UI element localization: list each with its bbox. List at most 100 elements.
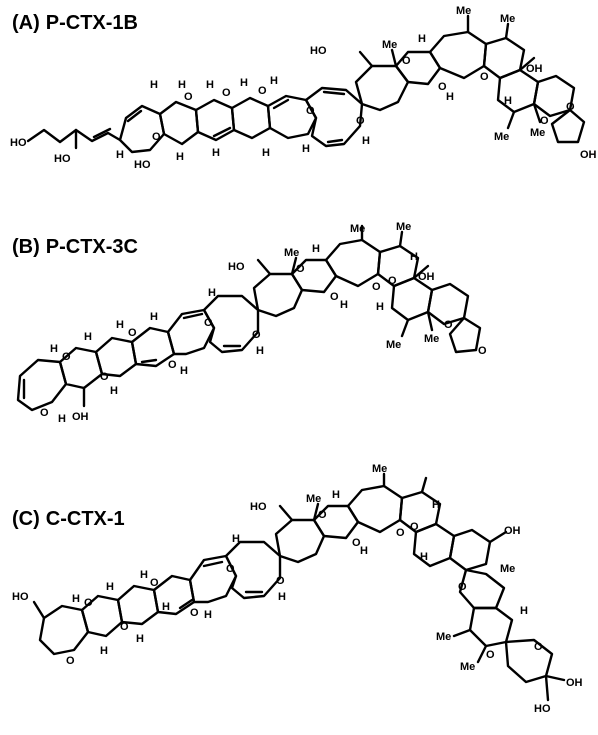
atom-h: H [360,545,368,557]
atom-h: H [106,581,114,593]
atom-o: O [226,563,235,575]
atom-o: O [534,641,543,653]
atom-ho: HO [250,501,267,513]
atom-o: O [318,509,327,521]
atom-o: O [458,581,467,593]
atom-o: O [444,319,453,331]
atom-h: H [150,311,158,323]
atom-o: O [478,345,487,357]
atom-o: O [100,371,109,383]
atom-o: O [258,85,267,97]
atom-me: Me [386,339,401,351]
atom-h: H [50,343,58,355]
atom-me: Me [424,333,439,345]
atom-ho: HO [310,45,327,57]
atom-h: H [270,75,278,87]
atom-o: O [128,327,137,339]
atom-o: O [40,407,49,419]
atom-oh: OH [504,525,521,537]
panel-c-compound-name: C-CTX-1 [45,508,125,530]
atom-o: O [120,621,129,633]
atom-h: H [136,633,144,645]
atom-o: O [402,55,411,67]
panel-a-label: (A)P-CTX-1B [12,12,138,35]
atom-o: O [150,577,159,589]
atom-h: H [110,385,118,397]
atom-h: H [262,147,270,159]
atom-h: H [446,91,454,103]
atom-h: H [58,413,66,425]
structure-p-ctx-3c: HO OH OH Me Me Me Me Me O O O O O O O O … [16,221,487,425]
atom-o: O [356,115,365,127]
atom-h: H [204,609,212,621]
atom-h: H [140,569,148,581]
atom-o: O [190,607,199,619]
atom-o: O [410,521,419,533]
panel-b-letter: (B) [12,236,40,258]
atom-o: O [352,537,361,549]
atom-o: O [84,597,93,609]
atom-me: Me [350,223,365,235]
atom-h: H [432,499,440,511]
atom-h: H [520,605,528,617]
atom-h: H [340,299,348,311]
atom-h: H [278,591,286,603]
atom-oh: OH [580,149,597,161]
atom-oh: OH [566,677,583,689]
atom-me: Me [456,5,471,17]
atom-h: H [212,147,220,159]
atom-me: Me [460,661,475,673]
panel-b-compound-name: P-CTX-3C [45,236,138,258]
atom-o: O [252,329,261,341]
panel-c: (C)C-CTX-1 [0,463,598,735]
atom-ho: HO [534,703,551,715]
panel-a-letter: (A) [12,12,40,34]
atom-h: H [162,601,170,613]
atom-oh: OH [526,63,543,75]
atom-me: Me [382,39,397,51]
atom-ho: HO [54,153,71,165]
atom-h: H [72,593,80,605]
atom-o: O [330,291,339,303]
atom-ho: HO [12,591,29,603]
atom-oh: OH [418,271,435,283]
panel-c-letter: (C) [12,508,40,530]
atom-h: H [362,135,370,147]
atom-me: Me [284,247,299,259]
atom-o: O [566,101,575,113]
panel-a-compound-name: P-CTX-1B [45,12,138,34]
panel-c-label: (C)C-CTX-1 [12,508,125,531]
atom-o: O [480,71,489,83]
atom-h: H [176,151,184,163]
atom-h: H [420,551,428,563]
panel-b-label: (B)P-CTX-3C [12,236,138,259]
atom-oh: OH [72,411,89,423]
atom-me: Me [500,13,515,25]
atom-h: H [116,149,124,161]
atom-h: H [332,489,340,501]
atom-me: Me [436,631,451,643]
atom-ho: HO [134,159,151,171]
atom-o: O [306,105,315,117]
atom-h: H [178,79,186,91]
atom-h: H [410,251,418,263]
atom-h: H [302,143,310,155]
atom-h: H [232,533,240,545]
panel-b: (B)P-CTX-3C [0,221,598,460]
atom-me: Me [372,463,387,475]
atom-o: O [66,655,75,667]
atom-o: O [540,115,549,127]
atom-o: O [204,317,213,329]
atom-me: Me [530,127,545,139]
atom-o: O [438,81,447,93]
atom-o: O [372,281,381,293]
atom-h: H [418,33,426,45]
atom-o: O [388,275,397,287]
atom-h: H [376,301,384,313]
atom-h: H [256,345,264,357]
atom-ho: HO [228,261,245,273]
panel-a: (A)P-CTX-1B [0,0,598,230]
atom-o: O [222,87,231,99]
atom-o: O [276,575,285,587]
atom-h: H [100,645,108,657]
